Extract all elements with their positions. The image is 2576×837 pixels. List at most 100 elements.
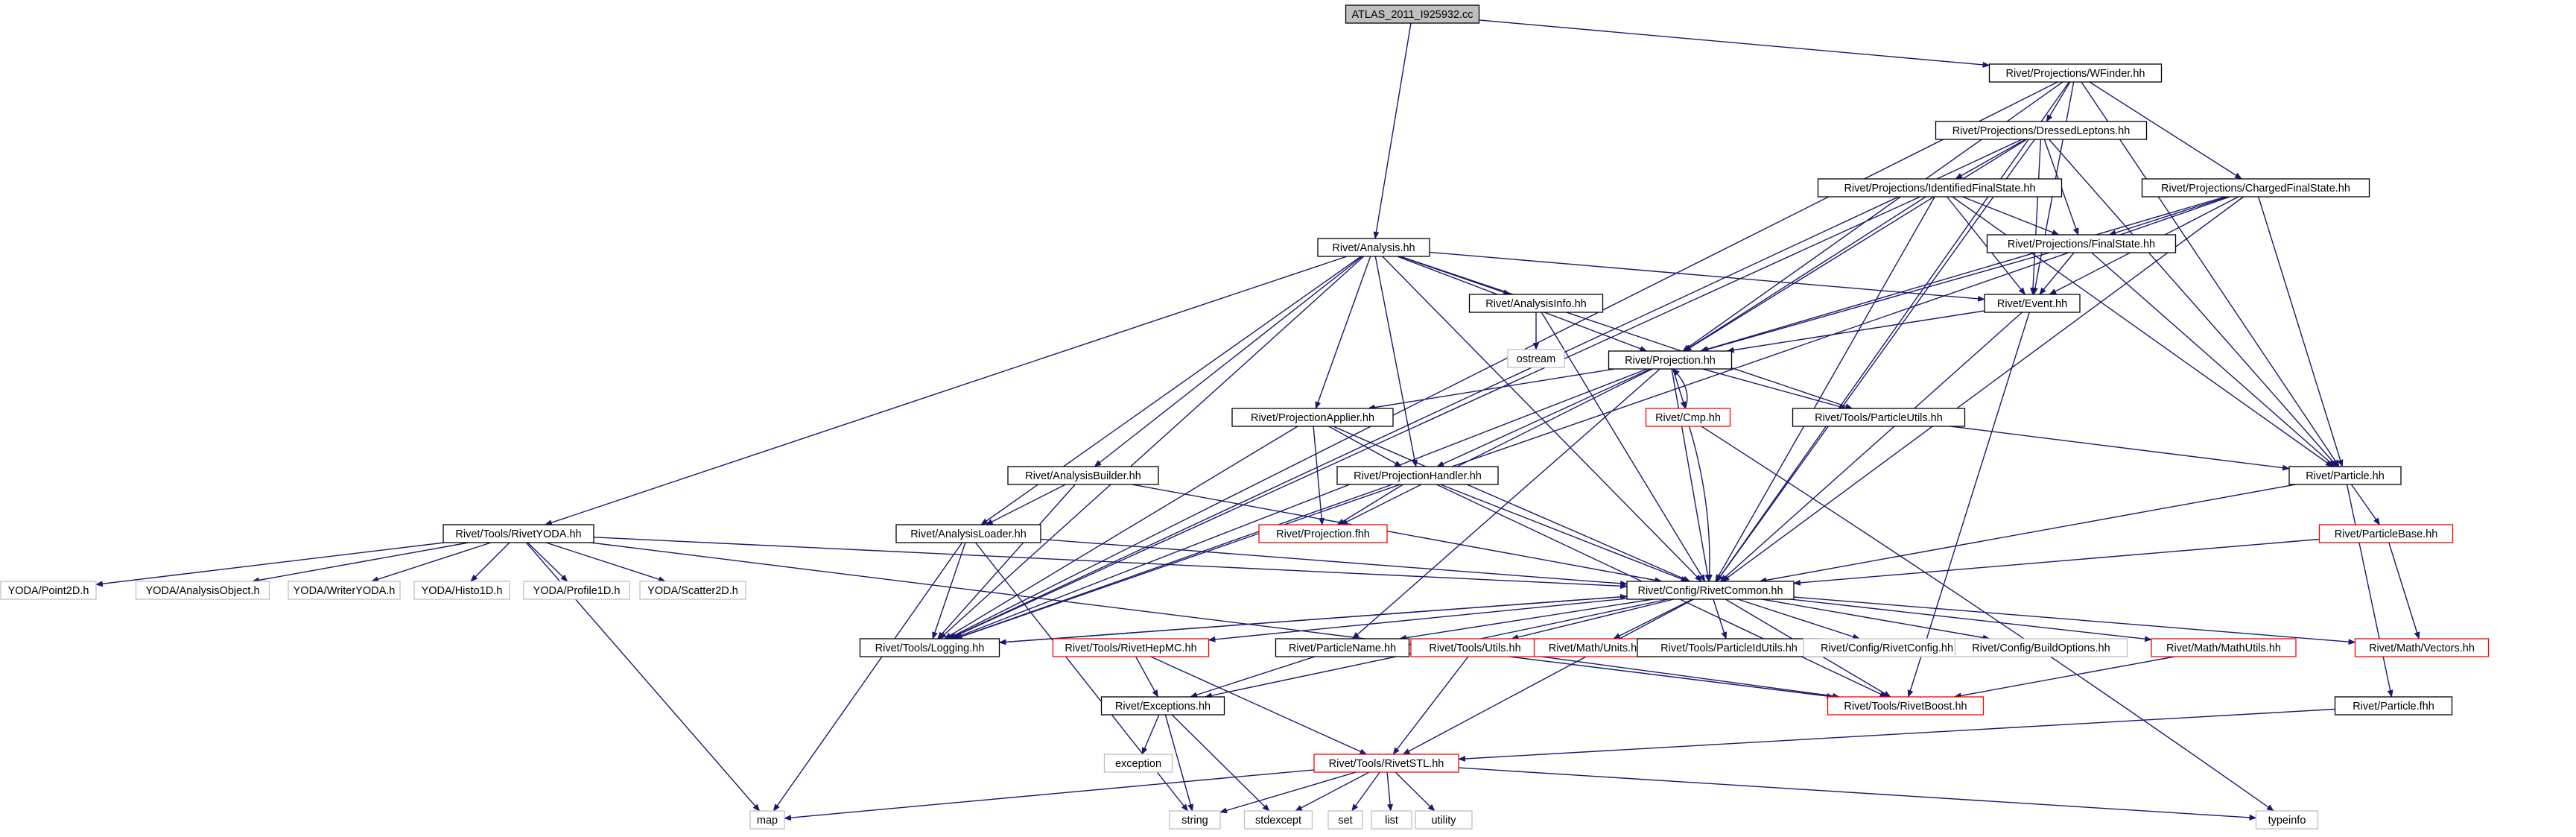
node-rcommon[interactable]: Rivet/Config/RivetCommon.hh <box>1626 581 1795 600</box>
edge-line <box>1141 714 1160 755</box>
edge-rcommon-to-mutils <box>1790 598 2152 642</box>
node-pbase[interactable]: Rivet/ParticleBase.hh <box>2318 524 2454 543</box>
edge-line <box>1190 656 1316 698</box>
edge-line <box>1613 598 1693 639</box>
node-exceptions[interactable]: Rivet/Exceptions.hh <box>1100 696 1225 716</box>
edge-line <box>1351 771 1380 812</box>
edge-line <box>593 537 1628 590</box>
node-vectors[interactable]: Rivet/Math/Vectors.hh <box>2354 638 2490 657</box>
node-profile1d: YODA/Profile1D.h <box>523 581 630 600</box>
node-hepmc[interactable]: Rivet/Tools/RivetHepMC.hh <box>1052 638 1210 657</box>
edge-line <box>1671 368 1711 582</box>
edge-cfs-to-rcommon <box>1722 196 2245 582</box>
node-box <box>859 638 1000 657</box>
edge-aloader-to-string <box>974 542 1189 812</box>
edge-rstl-to-set <box>1351 771 1380 812</box>
edge-putils-to-particle <box>1950 426 2290 471</box>
node-aloader[interactable]: Rivet/AnalysisLoader.hh <box>895 524 1041 543</box>
node-box <box>1986 234 2177 253</box>
edge-line <box>2258 196 2344 467</box>
edge-rstl-to-list <box>1386 771 1394 812</box>
node-box <box>1231 408 1394 427</box>
edge-rcommon-to-rstl <box>1402 598 1694 755</box>
edge-ryoda-to-rcommon <box>593 537 1628 590</box>
node-mutils[interactable]: Rivet/Math/MathUtils.hh <box>2151 638 2297 657</box>
edge-line <box>1953 656 2175 699</box>
node-cfs[interactable]: Rivet/Projections/ChargedFinalState.hh <box>2141 178 2370 198</box>
edge-line <box>1683 196 1926 352</box>
edge-papplier-to-pfhh <box>1313 426 1325 525</box>
node-rconfig: Rivet/Config/RivetConfig.hh <box>1803 638 1971 657</box>
node-box <box>2288 466 2402 485</box>
edge-line <box>1699 196 2226 353</box>
edge-line <box>1793 596 2356 645</box>
edge-line <box>951 368 1648 639</box>
node-label: Rivet/AnalysisBuilder.hh <box>1025 470 1141 482</box>
node-fs[interactable]: Rivet/Projections/FinalState.hh <box>1986 234 2177 253</box>
node-abuilder[interactable]: Rivet/AnalysisBuilder.hh <box>1007 466 1159 485</box>
node-logging[interactable]: Rivet/Tools/Logging.hh <box>859 638 1000 657</box>
node-writer: YODA/WriterYODA.h <box>288 581 401 600</box>
edge-dressed-to-idfs <box>1955 139 2026 180</box>
node-ainfo[interactable]: Rivet/AnalysisInfo.hh <box>1468 294 1604 313</box>
edge-line <box>95 542 445 587</box>
node-utility: utility <box>1415 810 1473 830</box>
edge-particle-to-pbase <box>2350 484 2381 525</box>
node-event[interactable]: Rivet/Event.hh <box>1984 294 2081 313</box>
node-rboost[interactable]: Rivet/Tools/RivetBoost.hh <box>1827 696 1985 716</box>
node-rstl[interactable]: Rivet/Tools/RivetSTL.hh <box>1313 754 1459 773</box>
node-pidutils[interactable]: Rivet/Tools/ParticleIdUtils.hh <box>1637 638 1821 657</box>
node-putils[interactable]: Rivet/Tools/ParticleUtils.hh <box>1792 408 1966 427</box>
node-label: Rivet/Config/BuildOptions.hh <box>1972 642 2110 654</box>
node-box <box>1984 294 2081 313</box>
node-set: set <box>1327 810 1363 830</box>
node-box <box>1275 638 1410 657</box>
edge-papplier-to-phandler <box>1328 426 1403 467</box>
edge-analysis-to-ryoda <box>544 256 1348 525</box>
edge-fs-to-projection <box>1701 252 2050 353</box>
node-idfs[interactable]: Rivet/Projections/IdentifiedFinalState.h… <box>1817 178 2063 198</box>
node-pfh[interactable]: Rivet/Particle.fhh <box>2334 696 2453 716</box>
node-analysis[interactable]: Rivet/Analysis.hh <box>1317 238 1430 257</box>
node-phandler[interactable]: Rivet/ProjectionHandler.hh <box>1336 466 1499 485</box>
edge-fs-to-particle <box>2091 252 2336 467</box>
edge-line <box>1399 598 1654 641</box>
node-projection[interactable]: Rivet/Projection.hh <box>1608 350 1733 370</box>
node-box <box>639 581 746 600</box>
edge-rcommon-to-tutils <box>1511 598 1674 640</box>
edge-rstl-to-map <box>784 769 1315 821</box>
node-particle[interactable]: Rivet/Particle.hh <box>2288 466 2402 485</box>
edge-line <box>1722 196 2245 582</box>
edge-line <box>947 81 2058 639</box>
node-ostream: ostream <box>1507 349 1565 368</box>
edge-cfs-to-fs <box>2108 196 2228 236</box>
node-ryoda[interactable]: Rivet/Tools/RivetYODA.hh <box>442 524 594 543</box>
edge-projection-to-papplier <box>1367 368 1615 411</box>
node-label: Rivet/ParticleName.hh <box>1289 642 1396 654</box>
edge-line <box>1386 771 1394 812</box>
node-atlas[interactable]: ATLAS_2011_I925932.cc <box>1345 4 1480 24</box>
node-label: Rivet/Tools/Utils.hh <box>1429 642 1520 654</box>
edge-projection-to-rcommon <box>1671 368 1711 582</box>
edge-line <box>1701 252 2050 353</box>
node-box <box>1645 408 1731 427</box>
node-pname[interactable]: Rivet/ParticleName.hh <box>1275 638 1410 657</box>
edge-wfinder-to-rcommon <box>1716 81 2070 582</box>
edge-line <box>2030 139 2042 295</box>
edge-pfh-to-rstl <box>1458 708 2335 762</box>
node-wfinder[interactable]: Rivet/Projections/WFinder.hh <box>1988 63 2163 83</box>
node-box <box>1371 810 1412 830</box>
node-munits[interactable]: Rivet/Math/Units.hh <box>1533 638 1658 657</box>
edge-line <box>2091 252 2336 467</box>
node-exception: exception <box>1103 754 1173 773</box>
edge-line <box>1726 310 1985 353</box>
edge-aloader-to-logging <box>932 542 966 639</box>
node-label: Rivet/Particle.fhh <box>2353 701 2434 713</box>
node-label: list <box>1385 815 1398 827</box>
node-papplier[interactable]: Rivet/ProjectionApplier.hh <box>1231 408 1394 427</box>
node-pfhh[interactable]: Rivet/Projection.fhh <box>1258 524 1388 543</box>
node-cmp[interactable]: Rivet/Cmp.hh <box>1645 408 1731 427</box>
node-dressed[interactable]: Rivet/Projections/DressedLeptons.hh <box>1935 121 2148 140</box>
node-tutils[interactable]: Rivet/Tools/Utils.hh <box>1410 638 1540 657</box>
node-label: Rivet/Projections/ChargedFinalState.hh <box>2161 183 2350 195</box>
